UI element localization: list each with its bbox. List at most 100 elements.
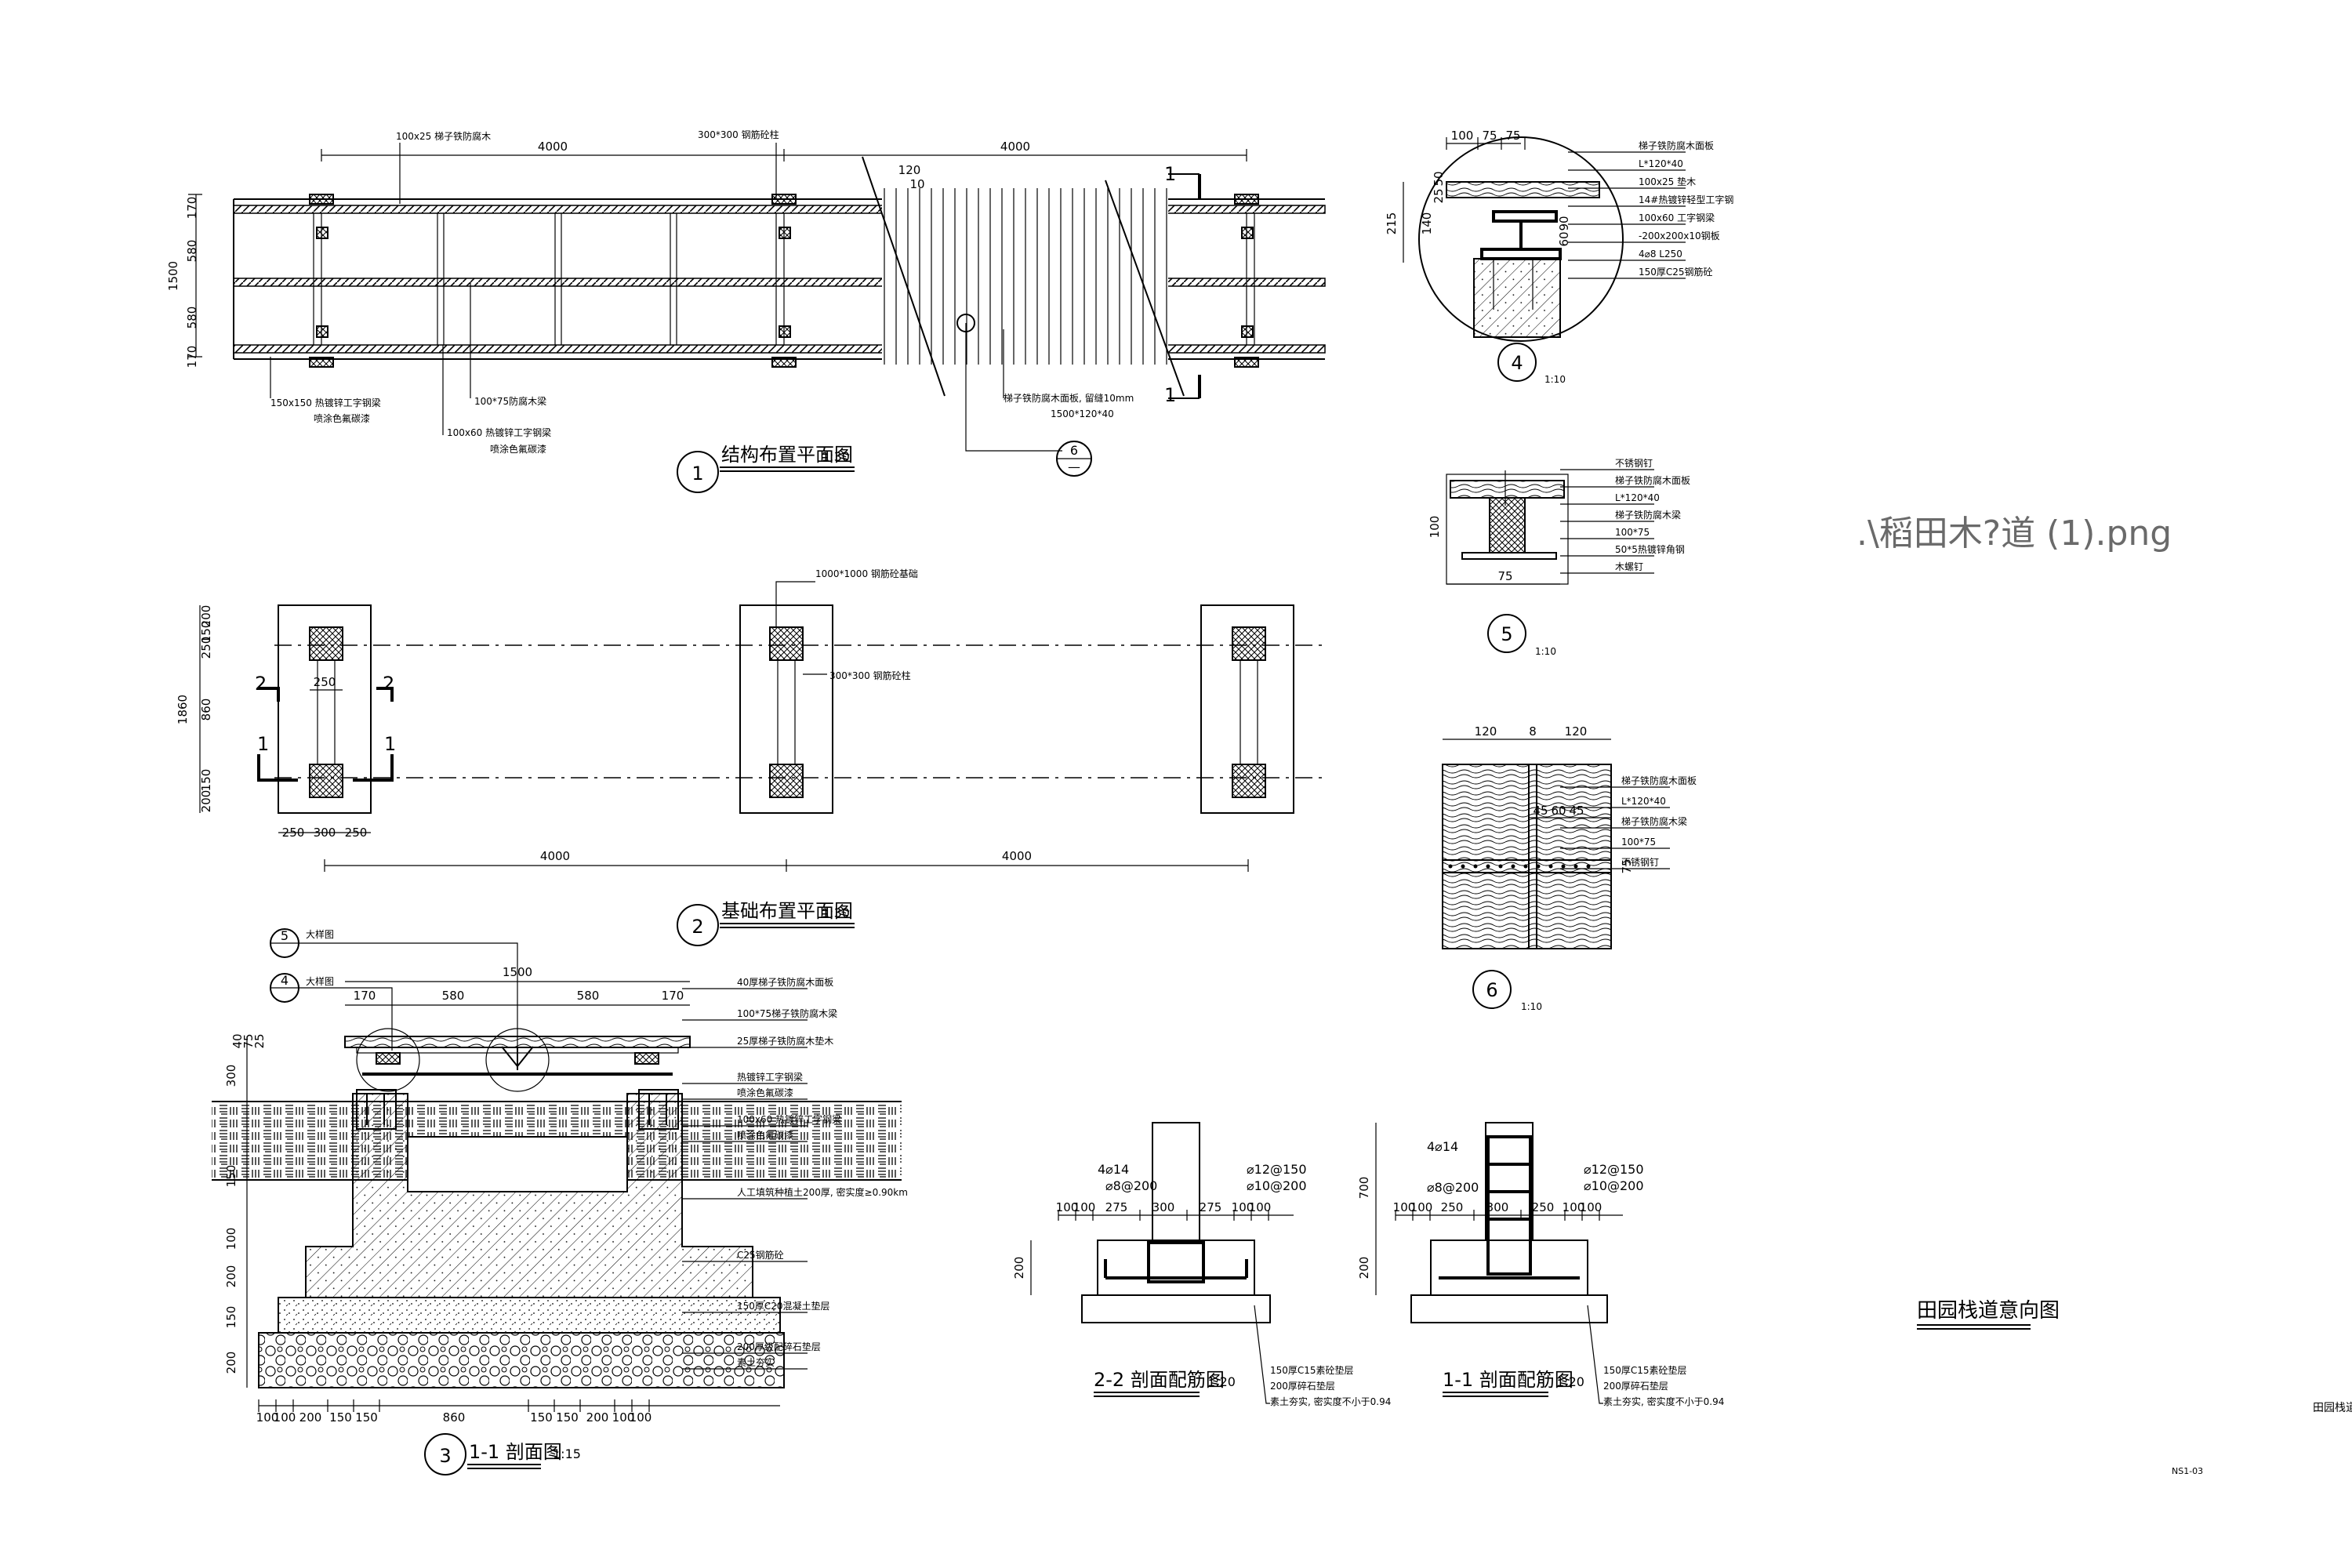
sec22-dim-6: 100 [1249, 1200, 1272, 1214]
det4-label-3: 14#热镀锌轻型工字钢 [1639, 194, 1733, 205]
plan2-dim-w1: 250 [282, 826, 305, 840]
plan2-dim-w2: 300 [314, 826, 336, 840]
det4-label-5: -200x200x10钢板 [1639, 230, 1720, 241]
det4-label-6: 4⌀8 L250 [1639, 249, 1682, 260]
sec11-rebar-r2: ⌀10@200 [1584, 1178, 1644, 1193]
plan1-dim-gap: 10 [909, 177, 924, 191]
det4-scale: 1:10 [1544, 374, 1566, 385]
sec3-title: 1-1 剖面图 [469, 1441, 562, 1463]
sec3-ldim-6: 200 [224, 1265, 238, 1288]
det6-screws [1448, 864, 1591, 869]
detail-4: 100 75 75 25 50 215 140 90 60 梯子铁防腐木面板L*… [1385, 129, 1733, 385]
plan1-cut-bottom: 1 [1164, 384, 1176, 406]
det5-scale: 1:10 [1535, 646, 1556, 657]
plan2-dim-v4: 860 [199, 699, 213, 721]
sec22-height: 200 [1012, 1257, 1026, 1279]
svg-text:—: — [1068, 459, 1080, 474]
sec3-label-4: 喷涂色氟碳漆 [737, 1087, 793, 1098]
det5-dim-0: 100 [1428, 516, 1442, 539]
sec22-rebar-main: 4⌀14 [1098, 1162, 1129, 1177]
det5-label-1: 梯子铁防腐木面板 [1615, 474, 1690, 486]
sec11-dim-2: 250 [1441, 1200, 1464, 1214]
sec3-bdim-7: 150 [556, 1410, 579, 1425]
det4-tdim-1: 75 [1482, 129, 1497, 143]
structure-plan: 4000 4000 120 10 1500 170 580 580 170 [166, 129, 1326, 493]
sec3-bdim-1: 100 [274, 1410, 296, 1425]
sec3-label-7: 人工填筑种植土200厚, 密实度≥0.90km [737, 1186, 908, 1198]
sec22-dim-4: 275 [1200, 1200, 1222, 1214]
det6-mdim-0: 45 [1533, 804, 1548, 818]
sec3-bdim-0: 100 [256, 1410, 279, 1425]
det6-tdim-0: 120 [1475, 724, 1497, 739]
det6-mdim-1: 60 [1551, 804, 1566, 818]
sec3-bdim-2: 200 [299, 1410, 322, 1425]
sec3-ldim-7: 150 [224, 1306, 238, 1329]
sec22-label-0: 150厚C15素砼垫层 [1270, 1364, 1354, 1376]
sec3-bdim-4: 150 [355, 1410, 378, 1425]
sec22-dim-0: 100 [1056, 1200, 1079, 1214]
plan1-cut-top: 1 [1164, 163, 1176, 185]
det5-labels: 不锈钢钉梯子铁防腐木面板L*120*40梯子铁防腐木梁100*7550*5热镀锌… [1560, 458, 1690, 574]
det4-label-4: 100x60 工字钢梁 [1639, 212, 1715, 223]
sec11-rebar-main: 4⌀14 [1427, 1139, 1458, 1154]
det5-label-5: 50*5热镀锌角钢 [1615, 544, 1685, 555]
plan1-callout-6: 6 [1070, 443, 1078, 458]
plan2-title: 基础布置平面图 [721, 900, 853, 922]
det6-label-4: 不锈钢钉 [1621, 857, 1659, 868]
sec3-label-9: 150厚C20混凝土垫层 [737, 1300, 830, 1312]
plan1-note-top-mid: 300*300 钢筋砼柱 [698, 129, 779, 140]
detail-5: 100 75 不锈钢钉梯子铁防腐木面板L*120*40梯子铁防腐木梁100*75… [1428, 458, 1690, 657]
sec3-bdim-5: 860 [443, 1410, 466, 1425]
foundation-plan: 2 2 1 1 250 250 300 250 4000 4000 1860 2… [176, 568, 1325, 946]
sec22-rebar-r2: ⌀10@200 [1247, 1178, 1307, 1193]
sec11-label-0: 150厚C15素砼垫层 [1603, 1364, 1687, 1376]
sec22-label-1: 200厚碎石垫层 [1270, 1380, 1335, 1392]
sec3-callout-5: 5 [281, 928, 289, 943]
sec22-title: 2-2 剖面配筋图 [1094, 1369, 1225, 1391]
sec3-dim-total: 1500 [503, 965, 532, 979]
sec3-ldim-4: 150 [224, 1165, 238, 1188]
det4-ldim-2: 215 [1385, 212, 1399, 235]
sec22-dim-2: 275 [1105, 1200, 1128, 1214]
sec3-label-6: 喷涂色氟碳漆 [737, 1129, 793, 1141]
sec22-dim-5: 100 [1232, 1200, 1254, 1214]
det6-tdim-1: 8 [1529, 724, 1537, 739]
plan2-dim-total: 1860 [176, 695, 190, 724]
plan1-scale: 1:30 [822, 449, 850, 464]
det6-label-1: L*120*40 [1621, 796, 1666, 807]
sec11-dim-4: 250 [1532, 1200, 1555, 1214]
plan2-dim-v5: 150 [199, 769, 213, 792]
plan1-note-bl-3b: 喷涂色氟碳漆 [490, 443, 546, 455]
det5-label-0: 不锈钢钉 [1615, 458, 1653, 469]
plan1-title: 结构布置平面图 [721, 444, 853, 466]
sheet-edge-text: 田园栈道 [2313, 1402, 2352, 1414]
det6-sdim: 75 [1620, 858, 1634, 873]
det4-ldim-5: 60 [1557, 231, 1571, 246]
sec3-callout-4: 4 [281, 973, 289, 988]
sec3-label-10: 200厚级配碎石垫层 [737, 1341, 821, 1352]
sec3-label-0: 40厚梯子铁防腐木面板 [737, 976, 833, 988]
plan1-note-bl-1b: 喷涂色氟碳漆 [314, 412, 370, 424]
plan2-dim-span-a: 4000 [540, 849, 570, 863]
sec11-dim-5: 100 [1563, 1200, 1585, 1214]
sec3-callout-4-text: 大样图 [306, 975, 334, 987]
plan1-dim-span-a: 4000 [538, 140, 568, 154]
plan1-note-bl-3: 100x60 热镀锌工字钢梁 [447, 426, 551, 438]
sec11-title: 1-1 剖面配筋图 [1443, 1369, 1573, 1391]
plan2-dim-span-b: 4000 [1002, 849, 1032, 863]
plan2-dim-w3: 250 [345, 826, 368, 840]
plan2-title-num: 2 [691, 916, 703, 938]
plan2-dim-inner: 250 [314, 675, 336, 689]
sec22-dim-3: 300 [1152, 1200, 1175, 1214]
sec11-rebar-tie: ⌀8@200 [1427, 1180, 1479, 1195]
plan1-title-num: 1 [691, 463, 703, 485]
sec11-dim-6: 100 [1580, 1200, 1602, 1214]
plan2-dim-v1: 200 [199, 605, 213, 628]
plan2-note-column: 300*300 钢筋砼柱 [829, 670, 911, 681]
det6-scale: 1:10 [1521, 1001, 1542, 1012]
sec22-rebar-tie: ⌀8@200 [1105, 1178, 1157, 1193]
sec3-dim-c: 580 [577, 989, 600, 1003]
